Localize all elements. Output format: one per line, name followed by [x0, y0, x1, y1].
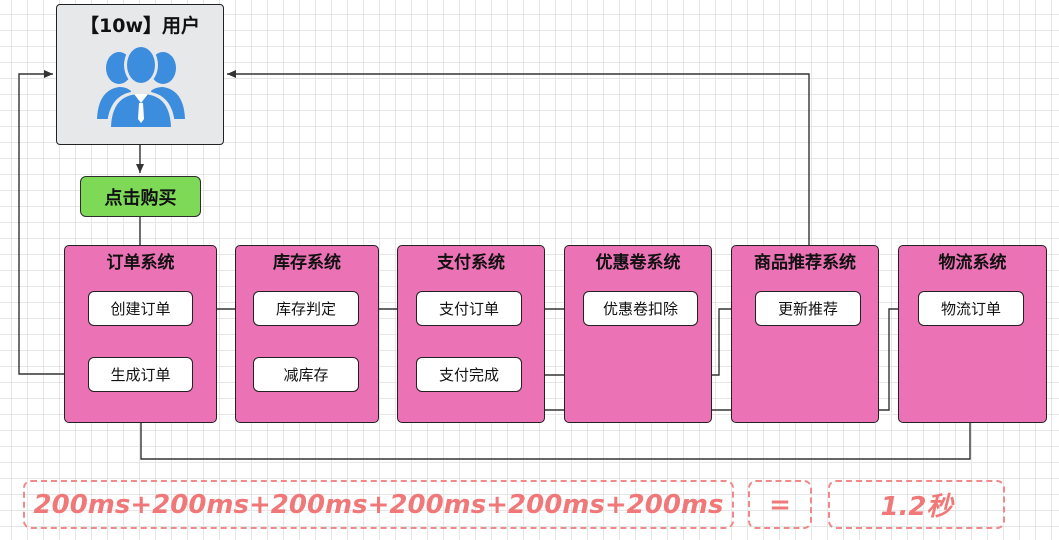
create-order-node[interactable]: 创建订单	[88, 291, 193, 326]
total-latency: 1.2秒	[828, 480, 1005, 529]
order-system-title: 订单系统	[106, 253, 175, 273]
order-system: 订单系统	[64, 245, 217, 423]
generate-order-node[interactable]: 生成订单	[88, 357, 193, 392]
coupon-system-title: 优惠卷系统	[595, 253, 681, 273]
payment-complete-node[interactable]: 支付完成	[416, 357, 522, 392]
user-box: 【10w】用户	[56, 4, 224, 145]
pay-order-node[interactable]: 支付订单	[416, 291, 522, 326]
inventory-system-title: 库存系统	[273, 253, 341, 273]
recommend-system: 商品推荐系统	[731, 245, 879, 423]
user-title: 【10w】用户	[80, 15, 200, 37]
payment-system: 支付系统	[397, 245, 545, 423]
logistics-system-title: 物流系统	[938, 253, 1007, 273]
logistics-system: 物流系统	[898, 245, 1047, 423]
edge-recommend-to-user	[227, 70, 810, 292]
update-recommend-node[interactable]: 更新推荐	[755, 291, 861, 326]
payment-system-title: 支付系统	[437, 253, 505, 273]
check-stock-node[interactable]: 库存判定	[253, 291, 359, 326]
reduce-stock-node[interactable]: 减库存	[253, 357, 359, 392]
equals-sign: =	[748, 480, 812, 529]
deduct-coupon-node[interactable]: 优惠卷扣除	[583, 291, 698, 326]
recommend-system-title: 商品推荐系统	[754, 253, 856, 273]
inventory-system: 库存系统	[235, 245, 379, 423]
coupon-system: 优惠卷系统	[564, 245, 712, 423]
latency-formula: 200ms+200ms+200ms+200ms+200ms+200ms	[23, 480, 734, 529]
buy-button[interactable]: 点击购买	[80, 176, 201, 217]
edge-generate-order-to-user	[18, 70, 88, 375]
logistics-order-node[interactable]: 物流订单	[918, 291, 1024, 326]
users-icon	[97, 44, 185, 127]
